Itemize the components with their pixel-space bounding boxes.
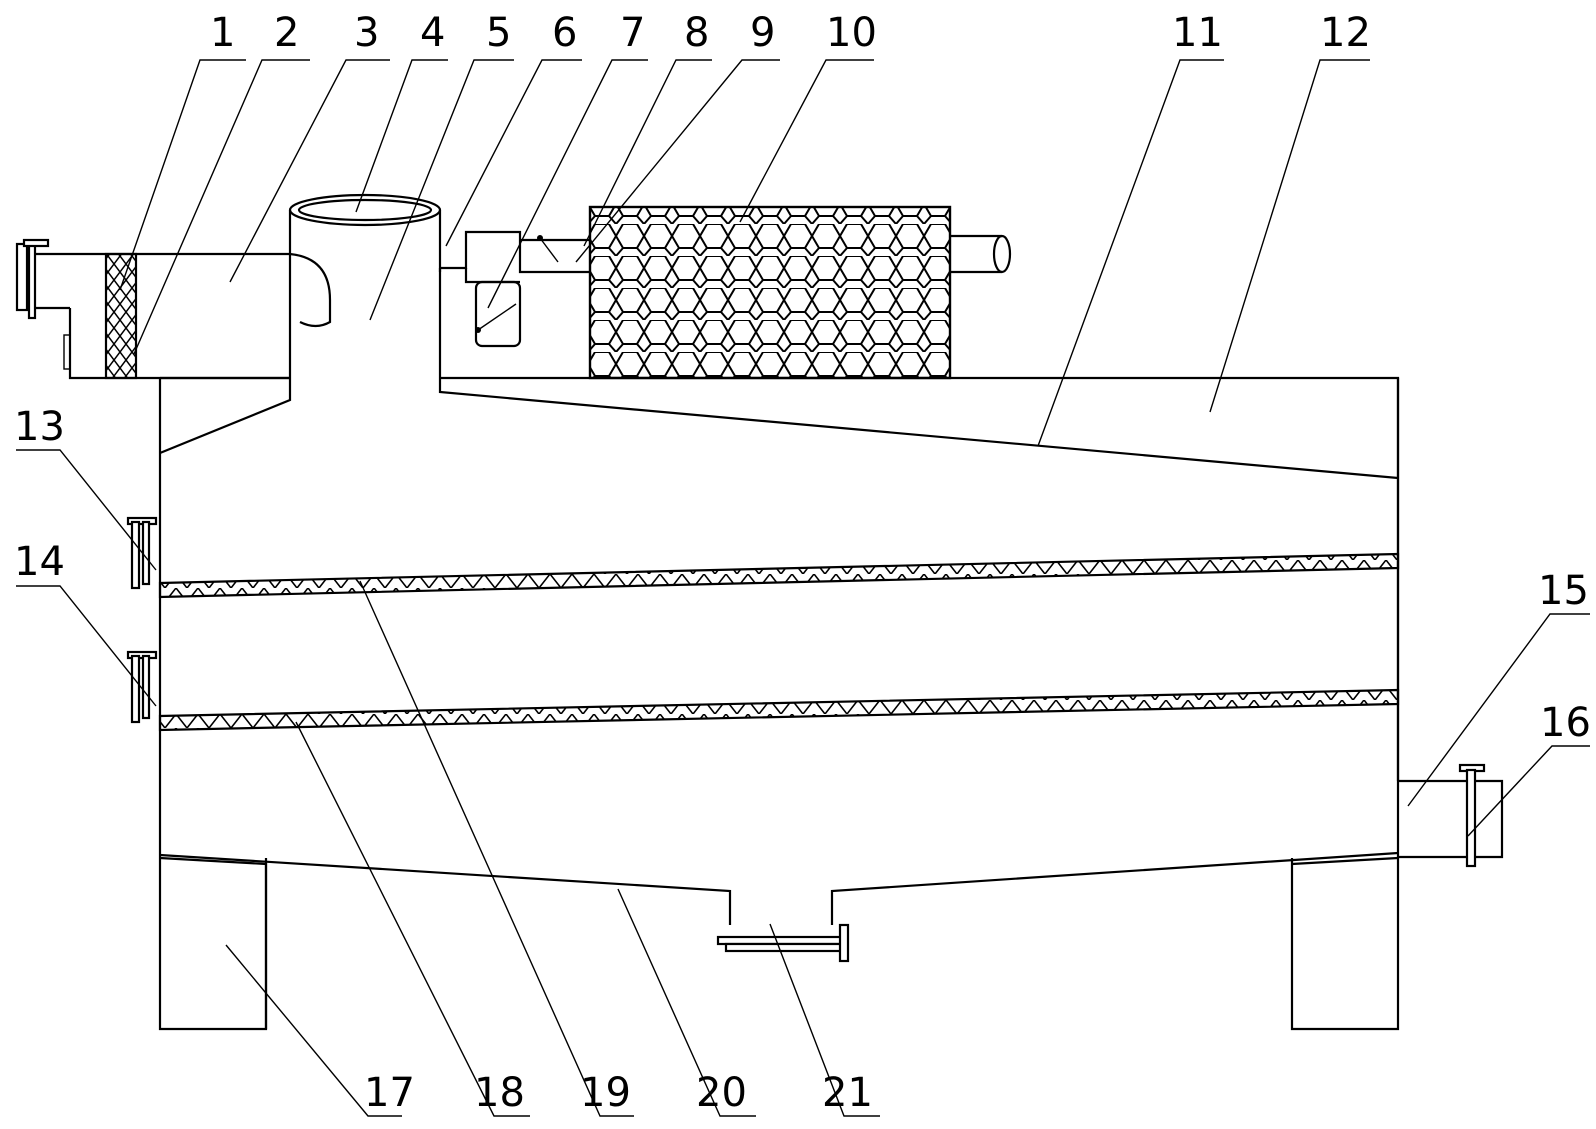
label-1: 1	[210, 10, 235, 56]
label-8: 8	[684, 10, 709, 56]
right-outlet	[1398, 763, 1504, 868]
leader-lines	[16, 59, 1590, 1117]
label-15: 15	[1538, 568, 1589, 614]
label-20: 20	[696, 1070, 747, 1116]
label-9: 9	[750, 10, 775, 56]
exhaust-assembly	[440, 205, 1012, 380]
label-21: 21	[822, 1070, 873, 1116]
label-14: 14	[14, 539, 65, 585]
label-13: 13	[14, 404, 65, 450]
part-labels: 1 2 3 4 5 6 7 8 9 10 11 12 13 14 15 16 1…	[14, 10, 1591, 1116]
label-4: 4	[420, 10, 445, 56]
label-10: 10	[826, 10, 877, 56]
label-2: 2	[274, 10, 299, 56]
support-legs	[159, 856, 1399, 1029]
label-7: 7	[620, 10, 645, 56]
label-17: 17	[364, 1070, 415, 1116]
label-12: 12	[1320, 10, 1371, 56]
label-3: 3	[354, 10, 379, 56]
label-18: 18	[474, 1070, 525, 1116]
left-valves	[126, 516, 158, 724]
label-11: 11	[1172, 10, 1223, 56]
label-16: 16	[1540, 700, 1591, 746]
label-6: 6	[552, 10, 577, 56]
label-5: 5	[486, 10, 511, 56]
feed-hopper	[288, 193, 442, 378]
inlet-pipe	[15, 238, 332, 380]
drain-valve	[716, 923, 850, 963]
label-19: 19	[580, 1070, 631, 1116]
screens	[158, 552, 1400, 732]
